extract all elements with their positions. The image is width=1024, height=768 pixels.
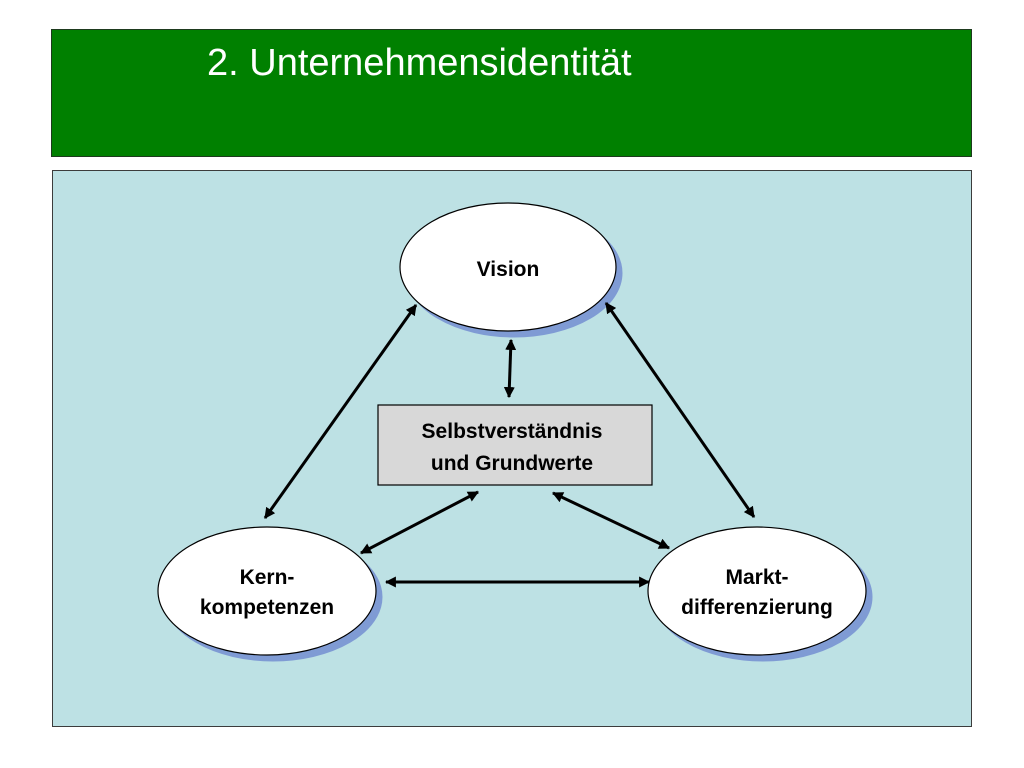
market-differentiation-node-line2: differenzierung	[681, 596, 833, 619]
core-competencies-node-line2: kompetenzen	[200, 596, 334, 619]
center-node-line2: und Grundwerte	[431, 452, 593, 475]
market-differentiation-node: Markt- differenzierung	[647, 526, 873, 662]
arrow-center-core-competencies	[360, 490, 479, 555]
arrow-vision-center	[503, 338, 517, 399]
vision-node-ellipse	[399, 202, 617, 332]
vision-node-label: Vision	[477, 258, 540, 281]
title-bar	[51, 29, 972, 157]
core-competencies-node-line1: Kern-	[240, 566, 295, 589]
core-competencies-node: Kern- kompetenzen	[157, 526, 383, 662]
market-differentiation-node-ellipse	[647, 526, 867, 656]
arrow-center-market-differentiation	[552, 491, 670, 550]
center-node-line1: Selbstverständnis	[422, 420, 603, 443]
arrow-vision-core-competencies	[263, 304, 418, 519]
market-differentiation-node-line1: Markt-	[725, 566, 788, 589]
core-competencies-node-ellipse	[157, 526, 377, 656]
arrow-vision-market-differentiation	[604, 302, 756, 518]
vision-node: Vision	[399, 202, 623, 338]
slide-title: 2. Unternehmensidentität	[207, 42, 632, 84]
center-node: Selbstverständnis und Grundwerte	[377, 404, 653, 486]
connection-arrows	[263, 302, 756, 588]
